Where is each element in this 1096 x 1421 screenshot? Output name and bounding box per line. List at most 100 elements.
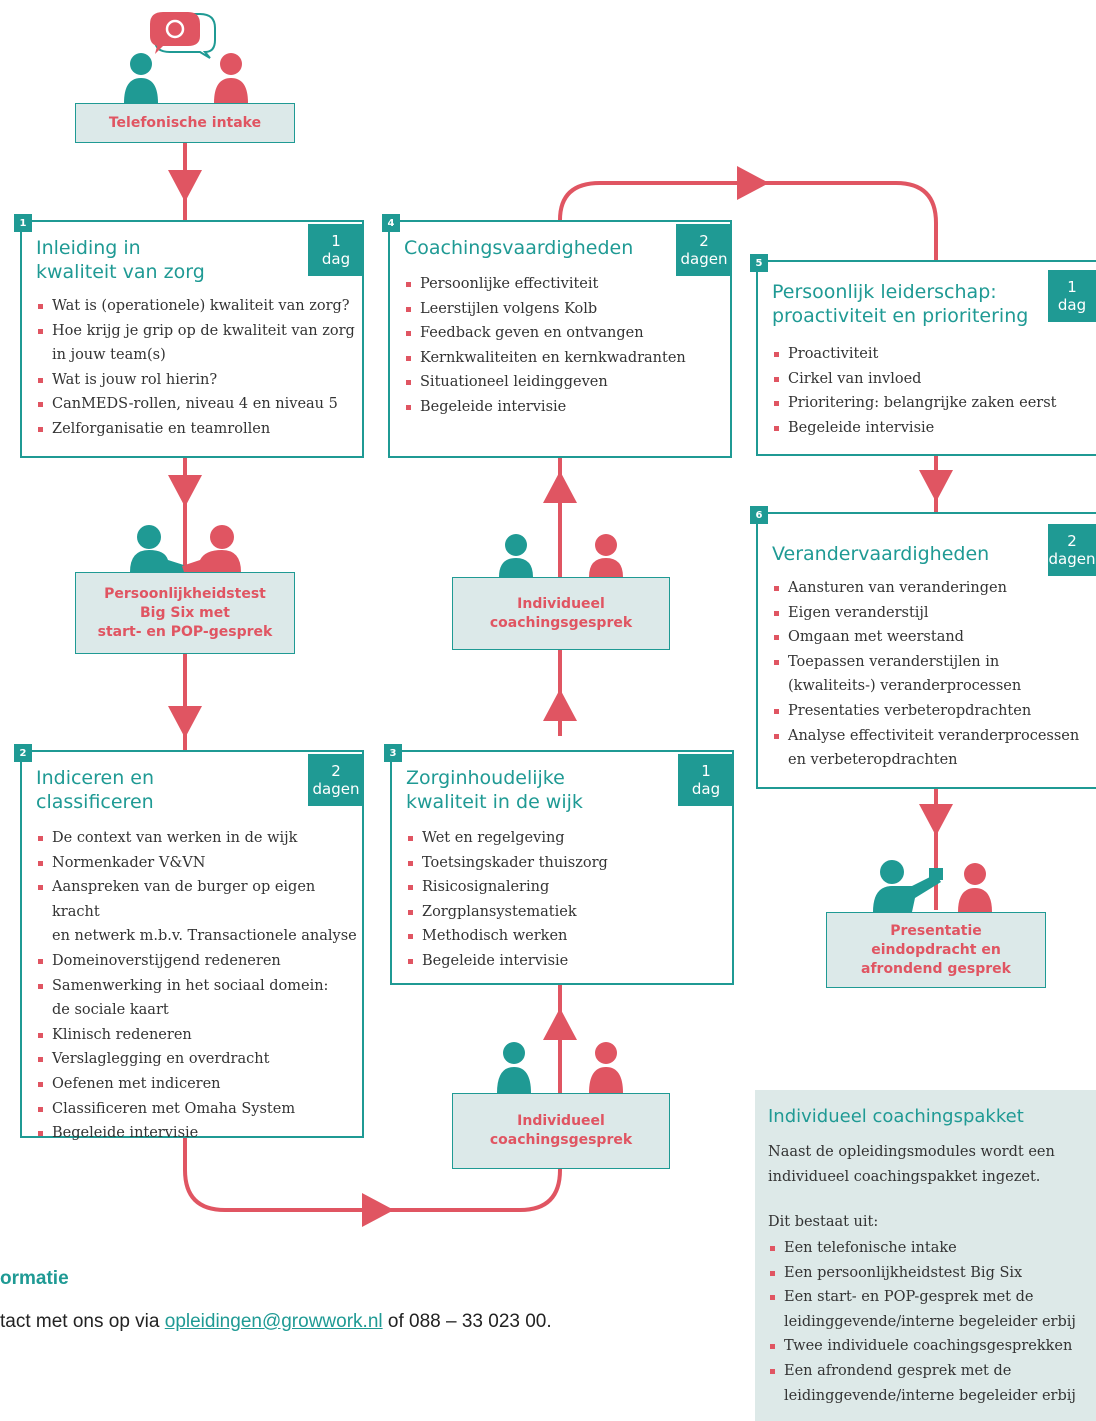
email-link[interactable]: opleidingen@growwork.nl <box>164 1311 383 1332</box>
list-item: Feedback geven en ontvangen <box>404 321 686 346</box>
arrow-up-icon <box>543 1008 577 1040</box>
list-item: Leerstijlen volgens Kolb <box>404 297 686 322</box>
package-lead: Dit bestaat uit: <box>768 1214 879 1230</box>
arrow-down-icon <box>168 706 202 738</box>
list-item: Persoonlijke effectiviteit <box>404 272 686 297</box>
package-title: Individueel coachingspakket <box>768 1106 1024 1127</box>
list-item: Prioritering: belangrijke zaken eerst <box>772 391 1056 416</box>
list-item: Klinisch redeneren <box>36 1023 362 1048</box>
list-item: Wet en regelgeving <box>406 826 608 851</box>
list-item: Samenwerking in het sociaal domein: <box>36 974 362 999</box>
list-item: Situationeel leidinggeven <box>404 370 686 395</box>
list-item: Twee individuele coachingsgesprekken <box>768 1334 1076 1359</box>
connector-line <box>558 181 938 260</box>
list-item: Aansturen van veranderingen <box>772 576 1079 601</box>
topic-list: De context van werken in de wijk Normenk… <box>36 826 362 1146</box>
list-item: de sociale kaart <box>52 1002 169 1019</box>
topic-list: Aansturen van veranderingen Eigen verand… <box>772 576 1079 773</box>
arrow-up-icon <box>543 471 577 503</box>
list-item: Toepassen veranderstijlen in <box>772 650 1079 675</box>
list-item: Verslaglegging en overdracht <box>36 1047 362 1072</box>
list-item: Proactiviteit <box>772 342 1056 367</box>
module-number: 6 <box>750 506 768 524</box>
intake-label: Telefonische intake <box>108 114 262 131</box>
intake-people-icon <box>124 12 248 103</box>
module-title: Coachingsvaardigheden <box>404 237 634 259</box>
topic-list: Persoonlijke effectiviteit Leerstijlen v… <box>404 272 686 420</box>
footer-contact: tact met ons op via opleidingen@growwork… <box>0 1311 552 1332</box>
list-item: Begeleide intervisie <box>404 395 686 420</box>
arrow-right-icon <box>737 166 769 200</box>
list-item: Analyse effectiviteit veranderprocessen <box>772 724 1079 749</box>
list-item: De context van werken in de wijk <box>36 826 362 851</box>
footer-heading: ormatie <box>0 1268 69 1289</box>
presenter-people-icon <box>873 860 992 912</box>
module-number: 2 <box>14 744 32 762</box>
list-item: Oefenen met indiceren <box>36 1072 362 1097</box>
coaching-package-panel: Individueel coachingspakket Naast de opl… <box>755 1090 1096 1421</box>
list-item: en netwerk m.b.v. Transactionele analyse <box>52 928 357 945</box>
list-item: Een afrondend gesprek met de <box>768 1359 1076 1384</box>
list-item: Een start- en POP-gesprek met de <box>768 1285 1076 1310</box>
arrow-right-icon <box>362 1193 394 1227</box>
list-item: Een telefonische intake <box>768 1236 1076 1261</box>
list-item: Hoe krijg je grip op de kwaliteit van zo… <box>36 319 355 344</box>
list-item: Begeleide intervisie <box>36 1121 362 1146</box>
module-number: 5 <box>750 254 768 272</box>
list-item: Presentaties verbeteropdrachten <box>772 699 1079 724</box>
topic-list: Wat is (operationele) kwaliteit van zorg… <box>36 294 355 442</box>
arrow-up-icon <box>543 689 577 721</box>
list-item: in jouw team(s) <box>52 347 166 364</box>
list-item: Wat is (operationele) kwaliteit van zorg… <box>36 294 355 319</box>
list-item: Methodisch werken <box>406 924 608 949</box>
list-item: (kwaliteits-) veranderprocessen <box>788 678 1022 695</box>
topic-list: Wet en regelgeving Toetsingskader thuisz… <box>406 826 608 974</box>
list-item: leidinggevende/interne begeleider erbij <box>784 1387 1076 1404</box>
list-item: Begeleide intervisie <box>406 949 608 974</box>
list-item: Begeleide intervisie <box>772 416 1056 441</box>
package-list: Een telefonische intake Een persoonlijkh… <box>768 1236 1076 1408</box>
module-title: Verandervaardigheden <box>772 543 990 565</box>
list-item: Wat is jouw rol hierin? <box>36 368 355 393</box>
module-number: 4 <box>382 214 400 232</box>
topic-list: Proactiviteit Cirkel van invloed Priorit… <box>772 342 1056 440</box>
list-item: Normenkader V&VN <box>36 851 362 876</box>
list-item: Domeinoverstijgend redeneren <box>36 949 362 974</box>
coaching-people-icon <box>499 534 623 577</box>
list-item: Toetsingskader thuiszorg <box>406 851 608 876</box>
module-number: 1 <box>14 214 32 232</box>
list-item: Omgaan met weerstand <box>772 625 1079 650</box>
list-item: Een persoonlijkheidstest Big Six <box>768 1261 1076 1286</box>
list-item: CanMEDS-rollen, niveau 4 en niveau 5 <box>36 392 355 417</box>
list-item: Kernkwaliteiten en kernkwadranten <box>404 346 686 371</box>
arrow-down-icon <box>168 170 202 202</box>
handshake-people-icon <box>130 525 241 572</box>
arrow-down-icon <box>919 470 953 502</box>
list-item: Cirkel van invloed <box>772 367 1056 392</box>
list-item: en verbeteropdrachten <box>788 752 958 769</box>
module-number: 3 <box>384 744 402 762</box>
arrow-down-icon <box>168 475 202 507</box>
list-item: Zorgplansystematiek <box>406 900 608 925</box>
list-item: Classificeren met Omaha System <box>36 1097 362 1122</box>
list-item: Aanspreken van de burger op eigen kracht <box>36 875 362 924</box>
list-item: Risicosignalering <box>406 875 608 900</box>
